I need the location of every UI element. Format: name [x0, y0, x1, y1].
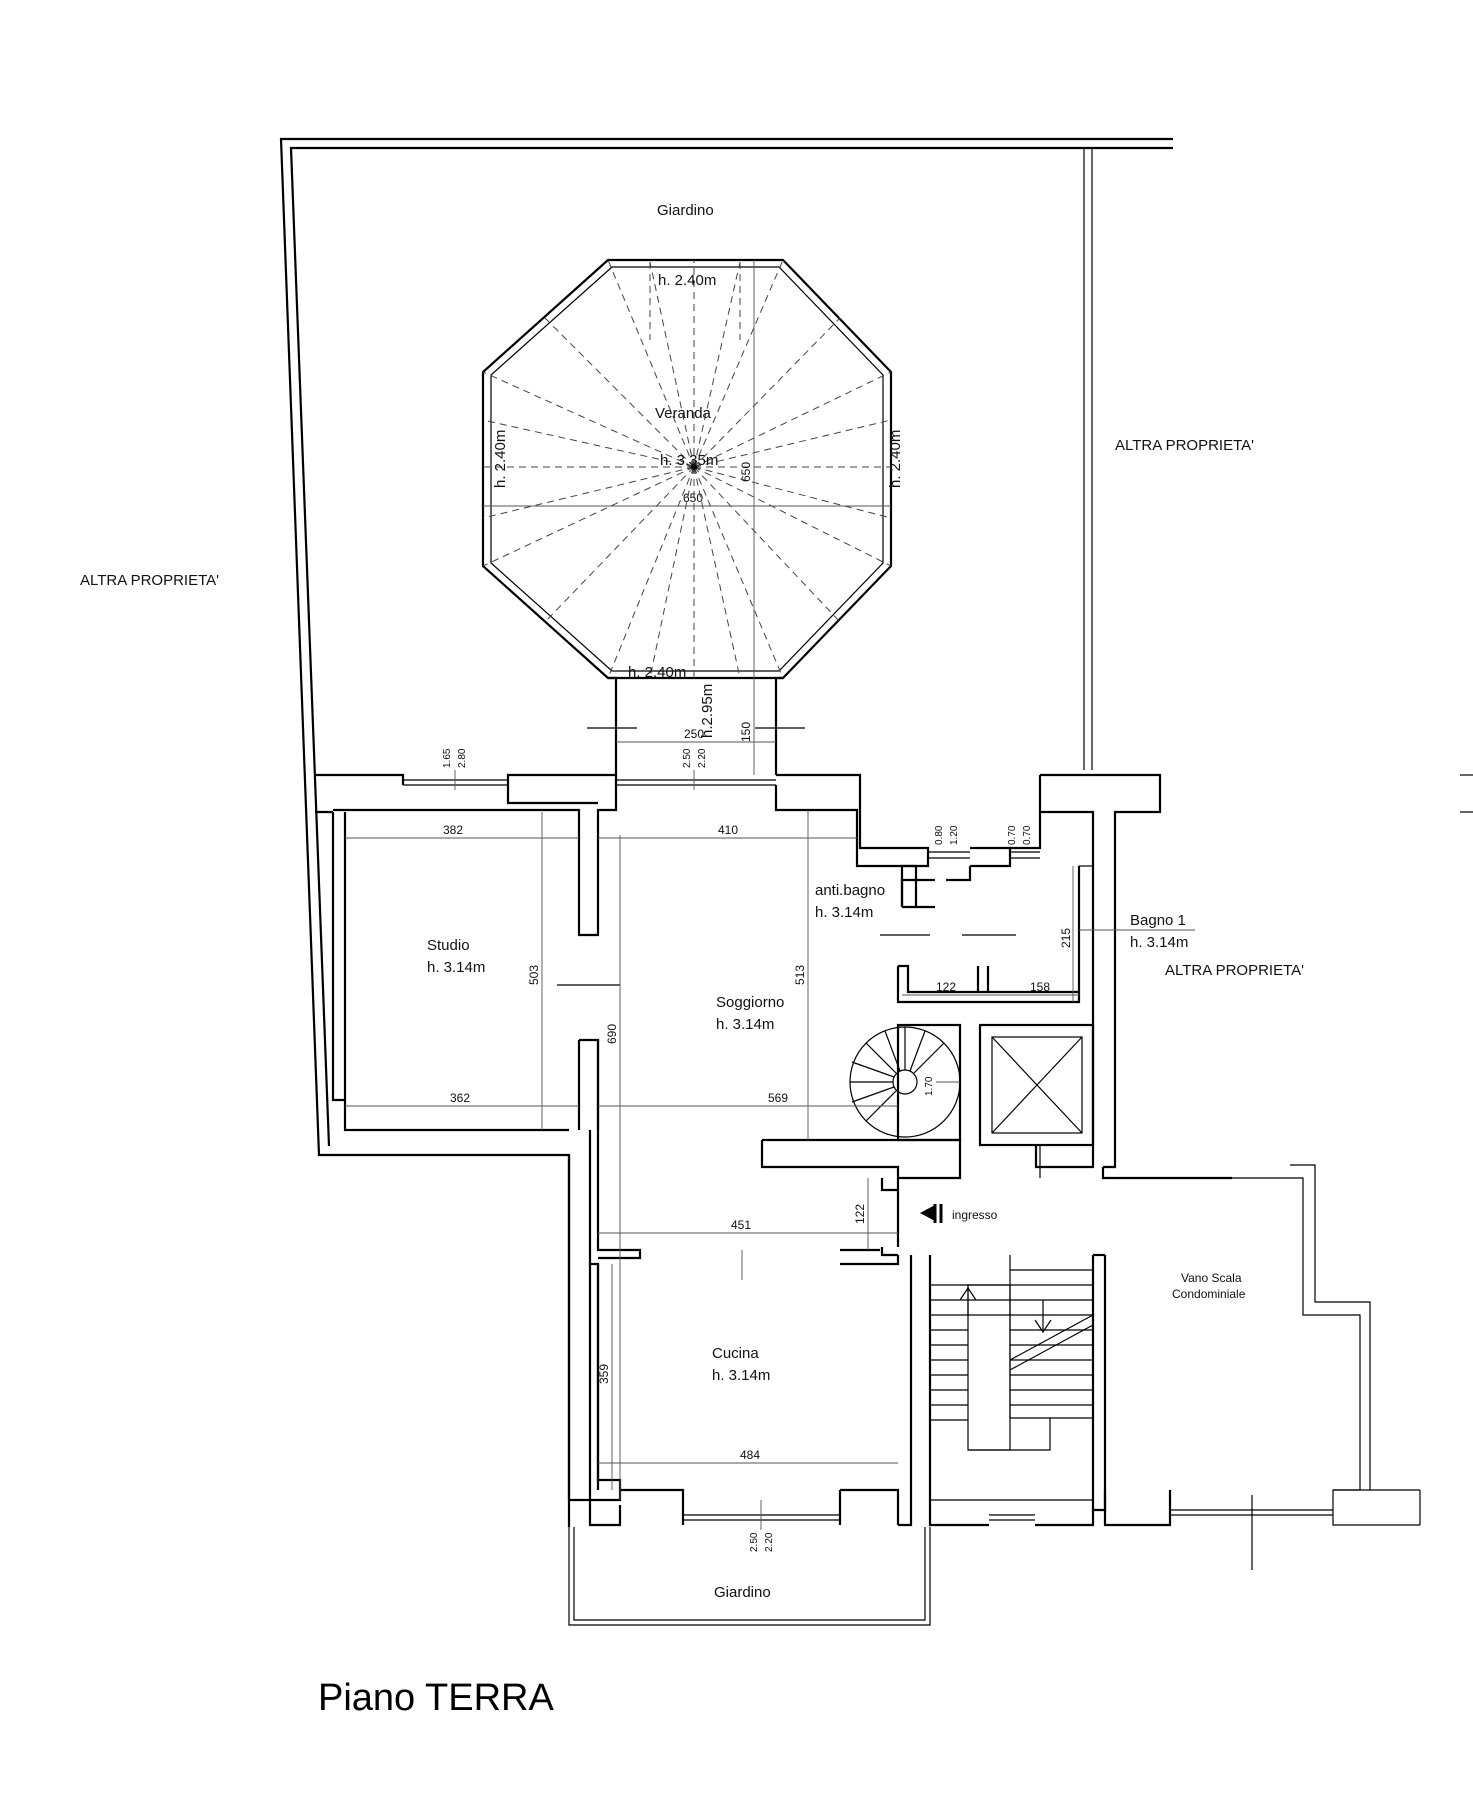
soggiorno-bottom-dim: 569 — [768, 1091, 788, 1105]
entrance-arrow-icon — [920, 1204, 943, 1223]
veranda-name: Veranda — [655, 405, 712, 422]
veranda-bottom-height: h. 2.40m — [628, 664, 686, 681]
other-property-right-mid-label: ALTRA PROPRIETA' — [1165, 962, 1304, 979]
studio-bottom-dim: 362 — [450, 1091, 470, 1105]
studio-walls — [331, 812, 620, 1132]
veranda-left-height: h. 2.40m — [492, 430, 509, 488]
service-walls — [880, 865, 1093, 1004]
bath-window-c: 0.70 — [1007, 825, 1018, 845]
spiral-stair — [849, 1023, 962, 1142]
kitchen-walls — [588, 1248, 913, 1527]
bagno-name: Bagno 1 — [1130, 912, 1186, 929]
bath-left-dim: 122 — [936, 980, 956, 994]
passage-width-dim: 250 — [684, 727, 704, 741]
cucina-depth-dim: 359 — [597, 1364, 611, 1384]
veranda-passage-height: h.2.95m — [699, 684, 716, 738]
stairwell-line2: Condominiale — [1172, 1287, 1246, 1301]
bath-right-dim: 158 — [1030, 980, 1050, 994]
veranda-right-height: h. 2.40m — [887, 430, 904, 488]
lift-shaft — [978, 1023, 1095, 1147]
cucina-height: h. 3.14m — [712, 1367, 770, 1384]
garden-bottom-label: Giardino — [714, 1584, 771, 1601]
bagno-height: h. 3.14m — [1130, 934, 1188, 951]
antibagno-height: h. 3.14m — [815, 904, 873, 921]
stairwell — [928, 1164, 1421, 1570]
soggiorno-depth-dim: 513 — [793, 965, 807, 985]
corridor-walls — [760, 1138, 1290, 1257]
other-property-right-top-label: ALTRA PROPRIETA' — [1115, 437, 1254, 454]
kitchen-door-b: 2.20 — [764, 1532, 775, 1552]
studio-depth-dim: 503 — [527, 965, 541, 985]
plan-title: Piano TERRA — [318, 1677, 555, 1719]
bath-window-a: 0.80 — [934, 825, 945, 845]
veranda-octagon — [481, 258, 893, 775]
north-wall — [315, 773, 1162, 1155]
soggiorno-name: Soggiorno — [716, 994, 784, 1011]
studio-window-a: 1.65 — [442, 748, 453, 768]
stairwell-line1: Vano Scala — [1181, 1271, 1242, 1285]
antibagno-name: anti.bagno — [815, 882, 885, 899]
bath-depth-dim: 215 — [1059, 928, 1073, 948]
studio-top-dim: 382 — [443, 823, 463, 837]
garden-top-label: Giardino — [657, 202, 714, 219]
cucina-bottom-dim: 484 — [740, 1448, 760, 1462]
veranda-depth-dim: 650 — [739, 462, 753, 482]
spiral-stair-dim: 1.70 — [924, 1076, 935, 1096]
veranda-door-a: 2.50 — [682, 748, 693, 768]
cucina-top-dim: 451 — [731, 1218, 751, 1232]
soggiorno-height: h. 3.14m — [716, 1016, 774, 1033]
bath-window-b: 1.20 — [949, 825, 960, 845]
soggiorno-top-dim: 410 — [718, 823, 738, 837]
veranda-width-dim: 650 — [683, 491, 703, 505]
bath-window-d: 0.70 — [1022, 825, 1033, 845]
garden-bottom — [568, 1527, 931, 1626]
entrance-label: ingresso — [952, 1208, 998, 1222]
cucina-name: Cucina — [712, 1345, 759, 1362]
soggiorno-long-dim: 690 — [605, 1024, 619, 1044]
studio-height: h. 3.14m — [427, 959, 485, 976]
kitchen-door-a: 2.50 — [749, 1532, 760, 1552]
dimension-lines — [345, 260, 1195, 1530]
other-property-left-label: ALTRA PROPRIETA' — [80, 572, 219, 589]
studio-window-b: 2.80 — [457, 748, 468, 768]
veranda-top-height: h. 2.40m — [658, 272, 716, 289]
veranda-door-b: 2.20 — [697, 748, 708, 768]
studio-name: Studio — [427, 937, 470, 954]
veranda-height: h. 3.35m — [660, 452, 718, 469]
passage-depth-dim: 150 — [739, 722, 753, 742]
corridor-dim: 122 — [853, 1204, 867, 1224]
